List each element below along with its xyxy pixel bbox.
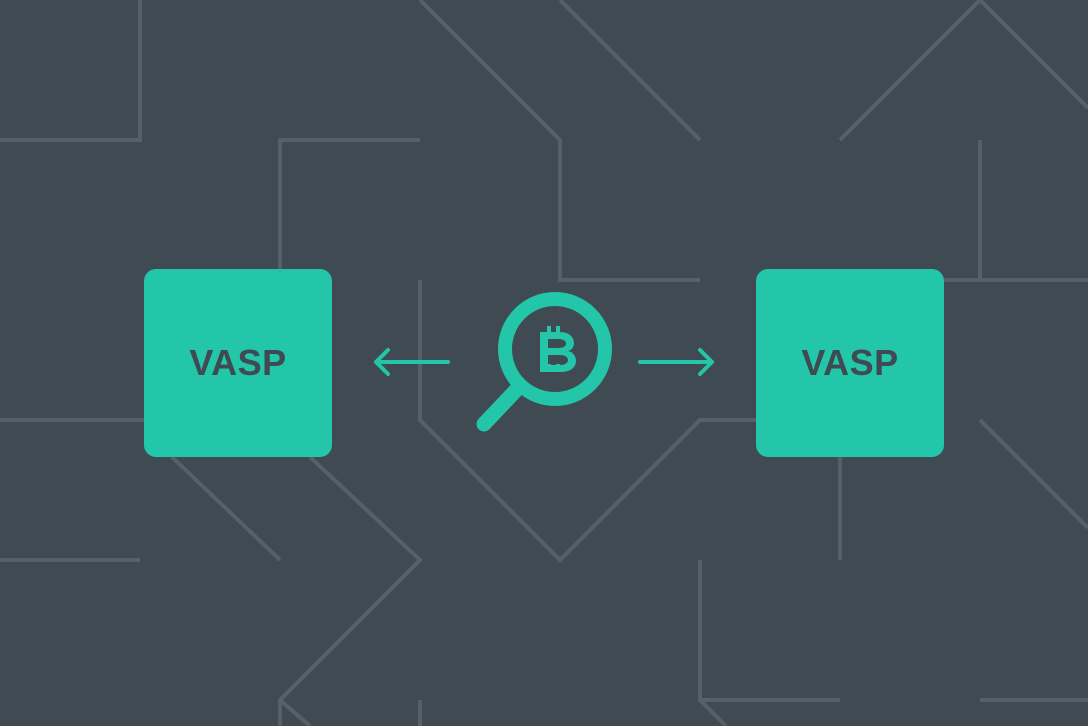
- magnifier-bitcoin-icon: [476, 292, 612, 432]
- bg-line: [418, 280, 756, 563]
- vasp-label-left: VASP: [189, 342, 287, 383]
- bg-line: [278, 138, 420, 269]
- bg-line: [278, 698, 312, 726]
- vasp-node-right: VASP: [756, 269, 944, 457]
- bg-line: [838, 0, 1088, 142]
- bitcoin-icon: [540, 326, 576, 372]
- vasp-label-right: VASP: [801, 342, 899, 383]
- arrow-left-icon: [374, 348, 450, 376]
- bg-line: [698, 698, 728, 726]
- bg-line: [278, 455, 423, 726]
- bg-line: [558, 0, 702, 142]
- bg-line: [978, 418, 1088, 530]
- bg-line: [418, 0, 700, 282]
- vasp-node-left: VASP: [144, 269, 332, 457]
- bg-line: [170, 455, 282, 562]
- bg-line: [0, 0, 142, 142]
- arrow-right-icon: [638, 348, 714, 376]
